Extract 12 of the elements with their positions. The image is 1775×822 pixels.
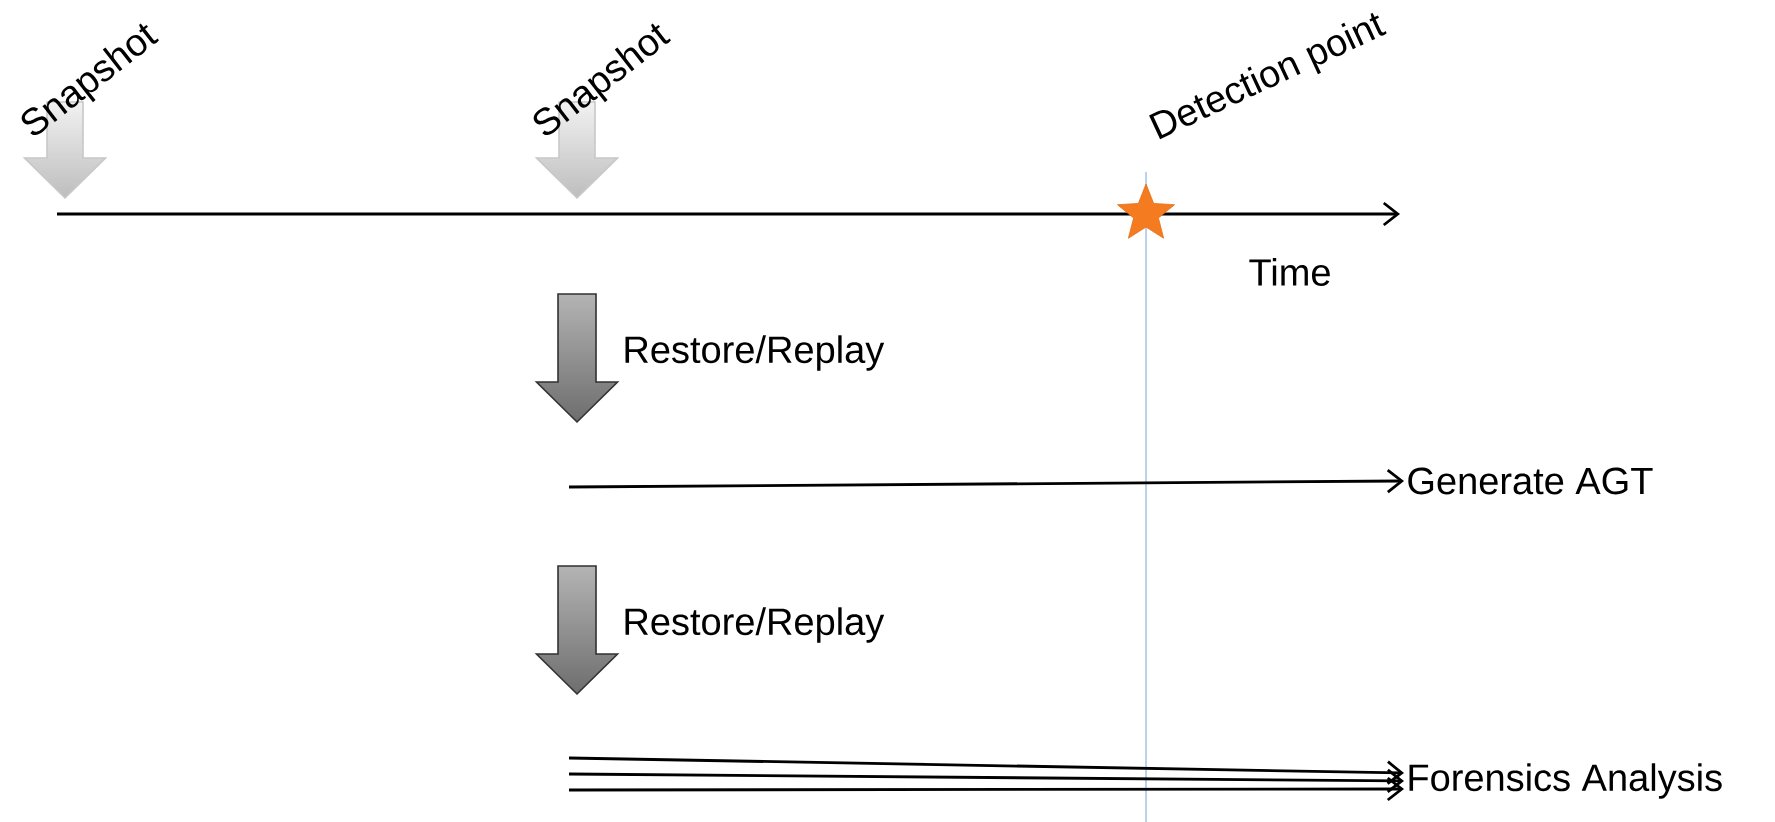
block-arrow: [534, 565, 620, 696]
caption-label: Restore/Replay: [625, 335, 885, 371]
block-arrow: [534, 293, 620, 424]
axis-label: Time: [1249, 258, 1330, 286]
arrow: [569, 768, 1404, 793]
arrow: [569, 469, 1404, 494]
step-label: Generate AGT: [1408, 467, 1653, 495]
step-label: Forensics Analysis: [1409, 763, 1722, 799]
arrow: [569, 756, 1404, 785]
arrow: [569, 776, 1404, 802]
star-marker: [1117, 183, 1175, 239]
caption-label: Restore/Replay: [625, 607, 885, 643]
